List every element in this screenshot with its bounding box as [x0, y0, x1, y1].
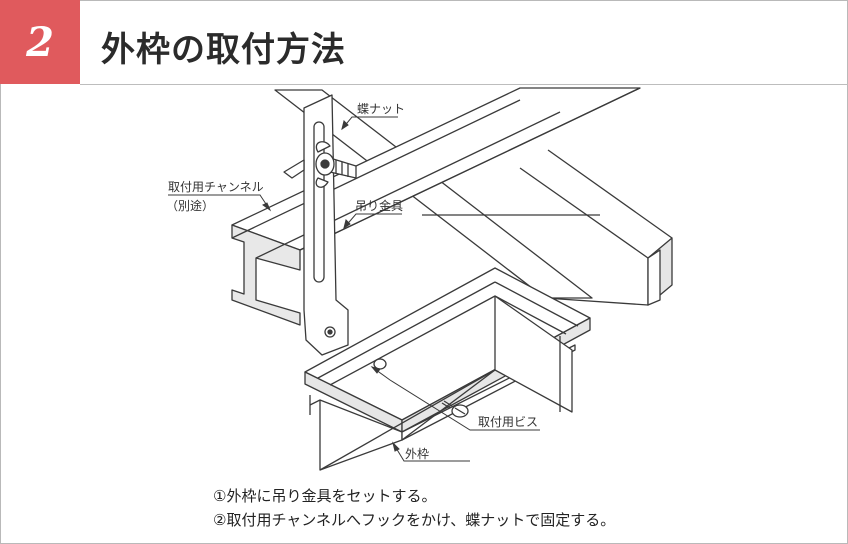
instruction-step-2: ②取付用チャンネルへフックをかけ、蝶ナットで固定する。	[213, 511, 616, 529]
instructions: ①外枠に吊り金具をセットする。 ②取付用チャンネルへフックをかけ、蝶ナットで固定…	[213, 484, 615, 532]
outer-frame	[304, 267, 591, 471]
step-badge: 2	[0, 0, 80, 84]
step-number: 2	[26, 18, 54, 66]
label-hanger: 吊り金具	[355, 198, 403, 213]
label-channel: 取付用チャンネル	[168, 180, 264, 194]
label-frame: 外枠	[405, 447, 429, 461]
mounting-screw	[441, 400, 469, 418]
label-screw: 取付用ビス	[478, 415, 538, 429]
header-divider	[80, 84, 848, 85]
ceiling-beam-back	[274, 89, 673, 306]
instruction-step-1: ①外枠に吊り金具をセットする。	[213, 487, 437, 505]
wing-nut	[315, 141, 357, 188]
leader-screw	[371, 366, 540, 431]
label-wing-nut: 蝶ナット	[357, 101, 405, 116]
label-channel-note: （別途）	[166, 198, 214, 213]
page-title: 外枠の取付方法	[101, 30, 346, 70]
